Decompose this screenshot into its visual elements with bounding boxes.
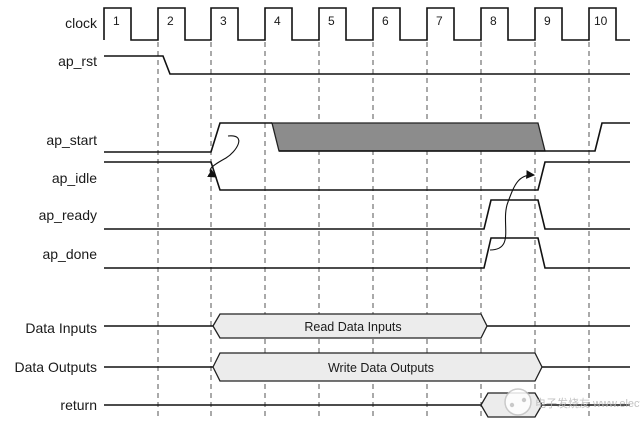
watermark-logo-icon bbox=[504, 388, 532, 416]
clock-cycle-number: 9 bbox=[544, 14, 551, 28]
ap-ready-waveform bbox=[104, 199, 630, 230]
watermark-logo-dot bbox=[509, 402, 515, 408]
read-data-inputs-label: Read Data Inputs bbox=[304, 320, 401, 334]
clock-cycle-number: 2 bbox=[167, 14, 174, 28]
data-inputs-label: Data Inputs bbox=[25, 320, 97, 336]
ap-idle-label: ap_idle bbox=[52, 170, 97, 186]
ap-start-label: ap_start bbox=[46, 132, 97, 148]
ap-ready-label: ap_ready bbox=[39, 207, 97, 223]
ap-idle-waveform bbox=[104, 161, 630, 191]
ap-rst-waveform bbox=[104, 55, 630, 75]
clock-cycle-number: 8 bbox=[490, 14, 497, 28]
clock-cycle-number: 5 bbox=[328, 14, 335, 28]
done-to-idle-arrow bbox=[489, 170, 536, 251]
data-inputs-bus bbox=[212, 313, 488, 339]
clock-cycle-number: 3 bbox=[220, 14, 227, 28]
clock-cycle-number: 6 bbox=[382, 14, 389, 28]
data-outputs-bus bbox=[212, 352, 543, 382]
ap-rst-label: ap_rst bbox=[58, 53, 97, 69]
data-outputs-label: Data Outputs bbox=[15, 359, 98, 375]
watermark: 电子发烧友 www.elecfans.com bbox=[504, 388, 640, 416]
ap-start-waveform bbox=[104, 122, 630, 153]
clock-waveform bbox=[103, 7, 630, 41]
clock-cycle-number: 7 bbox=[436, 14, 443, 28]
watermark-logo-dot bbox=[521, 397, 527, 403]
clock-cycle-number: 10 bbox=[594, 14, 608, 28]
clock-cycle-number: 4 bbox=[274, 14, 281, 28]
ap-done-label: ap_done bbox=[42, 246, 97, 262]
clock-cycle-number: 1 bbox=[113, 14, 120, 28]
write-data-outputs-label: Write Data Outputs bbox=[328, 361, 434, 375]
start-to-idle-arrow bbox=[207, 135, 240, 178]
clock-label: clock bbox=[65, 15, 98, 31]
return-label: return bbox=[60, 397, 97, 413]
watermark-text: 电子发烧友 www.elecfans.com bbox=[535, 396, 640, 410]
ap-done-waveform bbox=[104, 237, 630, 269]
ap-start-dont-care-region bbox=[271, 122, 546, 152]
